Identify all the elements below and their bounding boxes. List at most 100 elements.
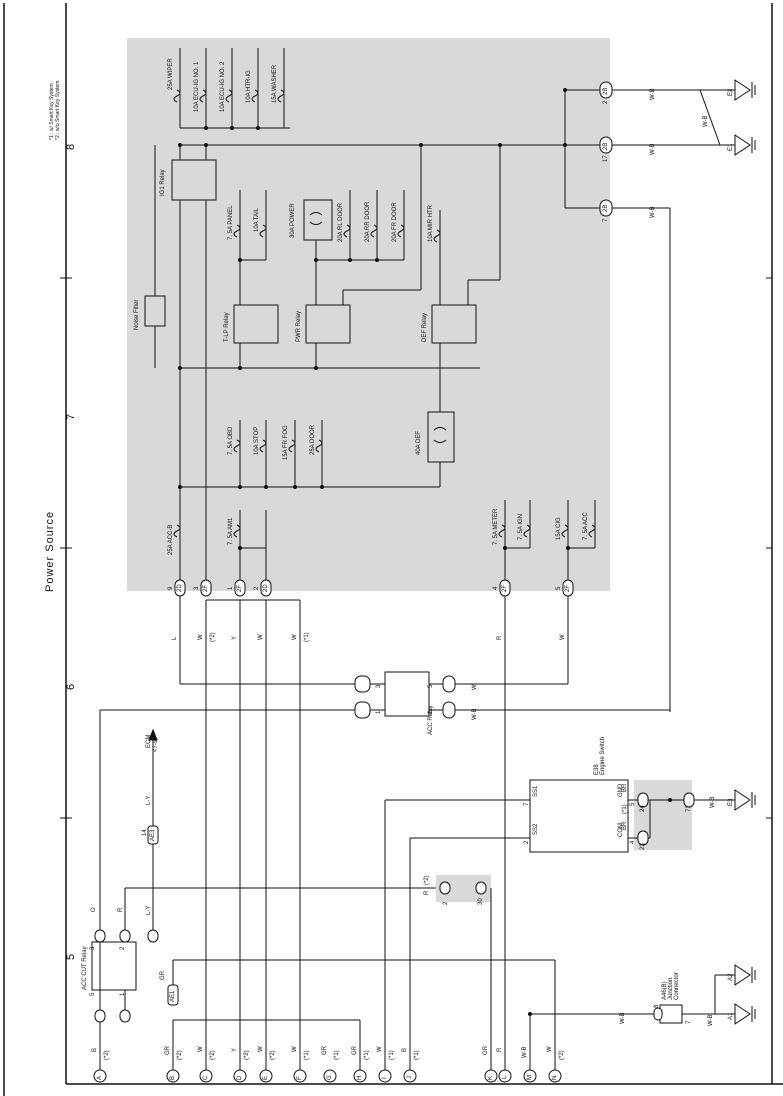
wire-tag: (*1) <box>364 1050 370 1060</box>
wire-tag: (*1) <box>304 1050 310 1060</box>
fuse-label: 40A DEF <box>416 430 422 455</box>
ecm-label: ECM <box>146 734 152 748</box>
wire-label: W <box>258 634 264 640</box>
ground-label-e3: E3 <box>728 798 734 806</box>
ground-e3 <box>734 789 756 811</box>
pin-number: 5 <box>556 586 562 590</box>
column-number-5: 5 <box>65 953 77 960</box>
pin-number: 3 <box>90 946 96 950</box>
ground-label-a2: A2 <box>728 973 734 981</box>
wire-label: R <box>118 907 124 912</box>
connector-code: 2D <box>263 584 269 592</box>
wire-label: W <box>258 1046 264 1052</box>
wire-tag: (*1) <box>414 1050 420 1060</box>
wire-tag: (*1) <box>389 1050 395 1060</box>
ground-e2 <box>734 79 756 101</box>
page-title: Power Source <box>44 510 56 592</box>
wire-tag: (*1) <box>334 1050 340 1060</box>
connector-code: 2B <box>603 87 609 95</box>
pin-number: 3 <box>194 586 200 590</box>
connector-letter: N <box>552 1075 558 1080</box>
wire-label: GR <box>352 1046 358 1055</box>
connector-code: 2F <box>203 584 209 592</box>
connector-letter: L <box>502 1075 508 1079</box>
pin-number: 71 <box>686 805 692 812</box>
fuse-label: 10A ECU-IG NO. 1 <box>194 61 200 112</box>
fuse-label: 20A FR DOOR <box>392 202 398 242</box>
connector-letter: A <box>97 1075 103 1080</box>
fuse-label: 7. 5A ACC <box>583 512 589 540</box>
wire-label: W-B <box>472 708 478 720</box>
column-number-6: 6 <box>65 683 77 690</box>
wire-label: W-B <box>703 115 709 127</box>
engine-switch-pin: SS1 <box>533 785 539 797</box>
pin-number: 5 <box>90 992 96 996</box>
relay-label-ig1: IG1 Relay <box>160 169 166 196</box>
ground-label-a1: A1 <box>728 1012 734 1020</box>
fuse-label: 10A STOP <box>254 426 260 455</box>
connector-letter: I <box>382 1077 388 1079</box>
wire-label: L <box>172 636 178 640</box>
wire-label: GR <box>322 1046 328 1055</box>
wire-label: W-B <box>710 796 716 808</box>
fuse-label: 25A ACC-B <box>168 524 174 555</box>
ecm-page: <7-9> <box>153 736 159 752</box>
fuse-label: 15A FR FOG <box>283 425 289 460</box>
junction-line2: Connector <box>674 972 680 1000</box>
wire-tag: (*2) <box>177 1050 183 1060</box>
pin-number: 2 <box>443 901 449 905</box>
connector-letter: G <box>327 1075 333 1080</box>
wire-label: B <box>92 1047 98 1052</box>
pin-number: 4 <box>630 840 636 844</box>
pin-number: 5 <box>630 802 636 806</box>
pin-number: 2 <box>254 586 260 590</box>
relay-label-def: DEF Relay <box>422 312 428 342</box>
pin-number: 23 <box>640 843 646 850</box>
fuse-label: 10A TAIL <box>254 207 260 232</box>
wire-label: W-B <box>708 1014 714 1026</box>
wire-label: GR <box>160 971 166 980</box>
fuse-label: 15A CIG <box>556 517 562 540</box>
wire-label: W-B <box>650 206 656 218</box>
relay-label-tlp: T-LP Relay <box>224 312 230 342</box>
pin-number: 30 <box>478 898 484 905</box>
wire-tag: (*2) <box>104 1050 110 1060</box>
pin-number: 2 <box>603 100 609 104</box>
wire-label: Y <box>232 635 238 640</box>
ground-label-e2: E2 <box>728 88 734 96</box>
pin-number: 2 <box>120 946 126 950</box>
fuse-label: 7. 5A METER <box>493 508 499 545</box>
wire-label: R <box>424 890 430 895</box>
fuse-label: 7. 5A AM1 <box>228 517 234 545</box>
pin-number: 1 <box>376 710 382 714</box>
pin-number: 1 <box>228 586 234 590</box>
wire-label: O <box>91 907 97 912</box>
fuse-label: 25A DOOR <box>310 424 316 455</box>
wire-label: W <box>198 1046 204 1052</box>
fuse-label: 25A WIPER <box>168 58 174 90</box>
wire-label: R <box>497 1047 503 1052</box>
wire-tag: (*2) <box>270 1050 276 1060</box>
fuse-label: 7. 5A OBD <box>228 426 234 455</box>
connector-letter: J <box>407 1076 413 1079</box>
fuse-label: 7. 5A PANEL <box>228 205 234 240</box>
connector-letter: E <box>263 1075 269 1080</box>
wire-label: Y <box>232 1047 238 1052</box>
connector-letter: K <box>488 1075 494 1080</box>
connector-letter: M <box>527 1075 533 1080</box>
engine-switch-pin: SS2 <box>533 823 539 835</box>
wire-label: W-B <box>650 88 656 100</box>
wire-tag: (*2) <box>210 1050 216 1060</box>
fuse-label: 10A ECU-IG NO. 2 <box>220 61 226 112</box>
pin-number: 2 <box>428 710 434 714</box>
fuse-label: 20A RL DOOR <box>338 202 344 242</box>
wire-label: BR <box>622 821 628 830</box>
pin-number: 1 <box>120 992 126 996</box>
wire-label: W <box>472 684 478 690</box>
connector-code: AE3 <box>150 829 156 841</box>
pin-number: 5 <box>428 684 434 688</box>
fuse-label: 10A MIR HTR <box>428 204 434 242</box>
pin-number: 17 <box>603 155 609 162</box>
connector-code: 2B <box>603 204 609 212</box>
wire-label: W <box>560 634 566 640</box>
